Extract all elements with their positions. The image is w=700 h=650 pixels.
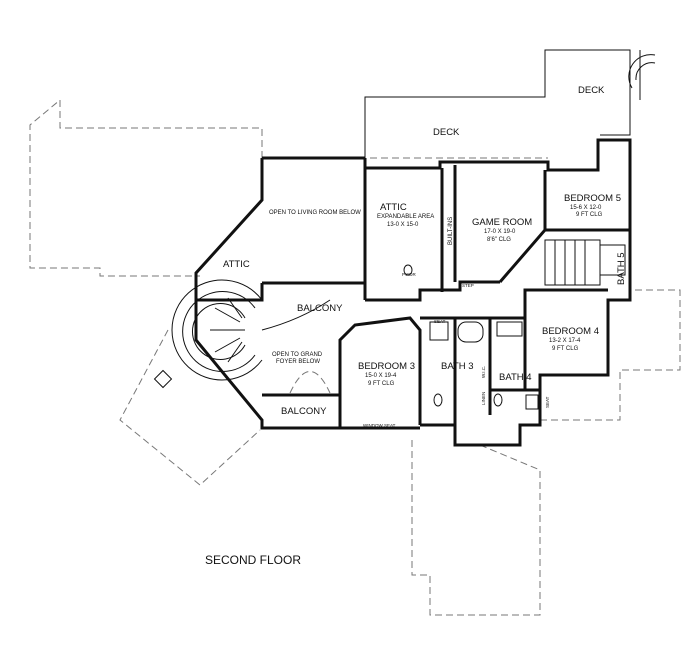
roof-outline-below [29,98,681,616]
window-seat-label: WINDOW SEAT [363,423,396,428]
deck-area [364,49,656,158]
game-room-ceiling: 8'6" CLG [487,237,511,243]
bedroom5-size: 15-6 X 12-0 [570,205,602,211]
open-living-label: OPEN TO LIVING ROOM BELOW [269,210,361,216]
attic-expandable-size: 13-0 X 15-0 [387,222,419,228]
seat-label: SEAT [434,319,446,324]
room-labels: DECK DECK ATTIC EXPANDABLE AREA 13-0 X 1… [223,85,627,428]
exterior-walls [194,138,632,447]
fixtures [153,244,626,410]
bedroom3-ceiling: 9 FT CLG [368,381,395,387]
balcony-main-label: BALCONY [297,303,343,314]
plan-title: SECOND FLOOR [205,553,301,567]
open-foyer-line1: OPEN TO GRAND [272,352,323,358]
open-foyer-line2: FOYER BELOW [276,359,320,365]
bedroom4-size: 13-2 X 17-4 [549,338,581,344]
attic-small-label: ATTIC [223,259,250,270]
deck-lower-label: DECK [433,127,460,138]
bedroom5-ceiling: 9 FT CLG [576,212,603,218]
bath5-label: BATH 5 [616,252,627,285]
bath4-label: BATH 4 [499,372,532,383]
bedroom3-name: BEDROOM 3 [358,361,415,372]
built-ins-label: BUILT-INS [448,217,454,245]
interior-walls [196,165,630,425]
seat-right-label: SEAT [545,396,550,408]
attic-expandable-note: EXPANDABLE AREA [377,214,434,220]
step-label: STEP [462,283,474,288]
deck-upper-label: DECK [578,85,605,96]
game-room-name: GAME ROOM [472,217,532,228]
foyer-opening [289,371,331,394]
attic-expandable-name: ATTIC [380,202,407,213]
pwdr-label: PWDR [402,272,416,277]
wic-label: W.I.C. [481,366,486,378]
linen-label: LINEN [481,392,486,405]
game-room-size: 17-0 X 19-0 [484,229,516,235]
grand-spiral-stair [171,279,331,381]
bedroom4-name: BEDROOM 4 [542,326,599,337]
bath3-label: BATH 3 [441,361,474,372]
bedroom5-name: BEDROOM 5 [564,193,621,204]
bedroom4-ceiling: 9 FT CLG [552,346,579,352]
small-stair [544,239,601,286]
balcony-lower-label: BALCONY [281,406,327,417]
bedroom3-size: 15-0 X 19-4 [365,373,397,379]
